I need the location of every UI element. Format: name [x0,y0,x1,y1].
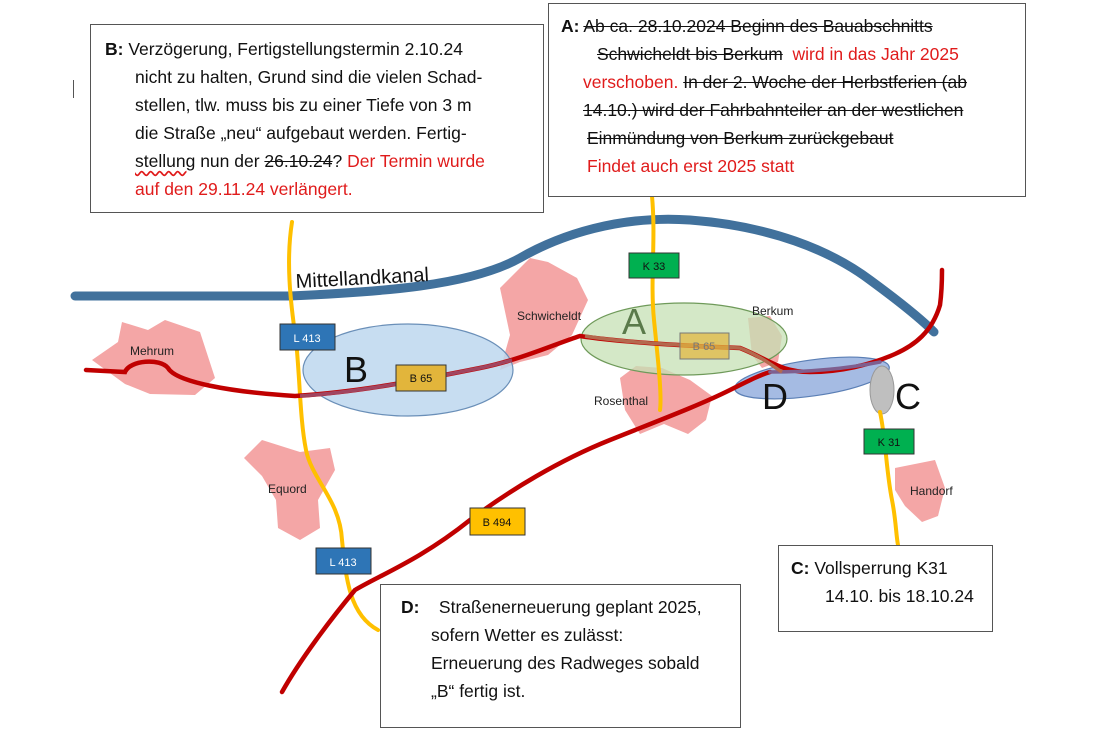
road-l413 [287,220,380,632]
box-b-text-1: Verzögerung, Fertigstellungstermin 2.10.… [128,39,463,59]
sign-b494: B 494 [483,517,512,529]
sign-b65-left: B 65 [410,373,433,385]
place-handorf: Handorf [910,484,953,498]
note-box-b: B: Verzögerung, Fertigstellungstermin 2.… [90,24,544,213]
sign-k33-box [628,252,680,279]
box-b-line-5: stellung nun der 26.10.24? Der Termin wu… [105,147,533,175]
box-a-struck-3: In der 2. Woche der Herbstferien (ab [683,72,967,92]
place-mehrum: Mehrum [130,344,174,358]
sign-k31: K 31 [878,437,901,449]
sign-b65-right: B 65 [693,341,716,353]
settlement-handorf [895,460,945,522]
box-d-line-1: D: Straßenerneuerung geplant 2025, [401,593,730,621]
box-a-line-6: Findet auch erst 2025 statt [587,156,795,176]
sign-l413-top-box [279,323,336,351]
box-a-line-3: verschoben. In der 2. Woche der Herbstfe… [561,68,1015,96]
zone-letter-c: C [895,376,921,417]
note-box-a: A: Ab ca. 28.10.2024 Beginn des Bauabsch… [548,3,1026,197]
box-d-line-4: „B“ fertig ist. [431,681,526,701]
box-b-text-5b: nun der [195,151,265,171]
place-schwicheldt: Schwicheldt [517,309,582,323]
road-k33 [650,194,663,412]
box-d-text-1: Straßenerneuerung geplant 2025, [438,597,702,617]
zone-letters: A B C D [344,301,921,417]
box-a-red-3: verschoben. [583,72,679,92]
box-a-red-2: wird in das Jahr 2025 [792,44,959,64]
sign-b65-right-box [679,332,730,360]
box-a-line-1: A: Ab ca. 28.10.2024 Beginn des Bauabsch… [561,12,1015,40]
place-berkum: Berkum [752,304,793,318]
box-d-label: D: [401,597,420,617]
zone-b-road-segment [299,358,513,398]
box-b-line-1: B: Verzögerung, Fertigstellungstermin 2.… [105,35,533,63]
road-signs: K 33 L 413 B 65 B 65 K 31 B 494 L 413 [279,252,915,575]
box-d-line-2: sofern Wetter es zulässt: [431,625,624,645]
settlement-mehrum [92,320,215,395]
place-equord: Equord [268,482,307,496]
zone-letter-d: D [762,376,788,417]
sign-l413-bottom-box [315,547,372,575]
zone-letter-b: B [344,349,368,390]
box-b-text-5c: ? [332,151,343,171]
sign-k33: K 33 [643,261,666,273]
place-names: Mehrum Schwicheldt Berkum Rosenthal Equo… [130,304,953,498]
box-a-label: A: [561,16,580,36]
zone-c-area [869,365,895,415]
sign-b65-left-box [395,364,447,392]
box-a-line-4: 14.10.) wird der Fahrbahnteiler an der w… [583,100,964,120]
box-c-line-2: 14.10. bis 18.10.24 [825,586,974,606]
box-b-line-3: stellen, tlw. muss bis zu einer Tiefe vo… [135,95,472,115]
note-box-d: D: Straßenerneuerung geplant 2025, sofer… [380,584,741,728]
place-rosenthal: Rosenthal [594,394,648,408]
box-c-label: C: [791,558,810,578]
road-b494 [279,369,773,695]
sign-l413-top: L 413 [293,333,320,345]
sign-b494-box [469,507,526,536]
box-b-line-6: auf den 29.11.24 verlängert. [135,179,353,199]
box-b-label: B: [105,39,124,59]
settlement-schwicheldt [500,258,588,370]
sign-l413-bottom: L 413 [329,557,356,569]
box-a-line-2: Schwicheldt bis Berkum wird in das Jahr … [561,40,1015,68]
box-b-struck-date: 26.10.24 [264,151,333,171]
box-b-text-5a: stellung [135,151,196,171]
note-box-c: C: Vollsperrung K31 14.10. bis 18.10.24 [778,545,993,632]
box-b-red-5: Der Termin wurde [342,151,485,171]
settlement-rosenthal [620,366,712,434]
box-a-struck-2-text: Schwicheldt bis Berkum [597,44,783,64]
box-b-line-2: nicht zu halten, Grund sind die vielen S… [135,67,483,87]
box-a-struck-2: Schwicheldt bis Berkum [561,44,783,64]
text-cursor [73,80,74,98]
box-c-line-1: C: Vollsperrung K31 [791,554,982,582]
zone-letter-a: A [622,301,646,342]
mittellandkanal-line [70,214,939,337]
box-c-text-1: Vollsperrung K31 [814,558,948,578]
sign-k31-box [863,428,915,455]
box-a-line-5: Einmündung von Berkum zurückgebaut [587,128,894,148]
box-d-line-3: Erneuerung des Radweges sobald [431,653,700,673]
box-b-line-4: die Straße „neu“ aufgebaut werden. Ferti… [135,123,467,143]
box-a-struck-1: Ab ca. 28.10.2024 Beginn des Bauabschnit… [583,16,933,36]
